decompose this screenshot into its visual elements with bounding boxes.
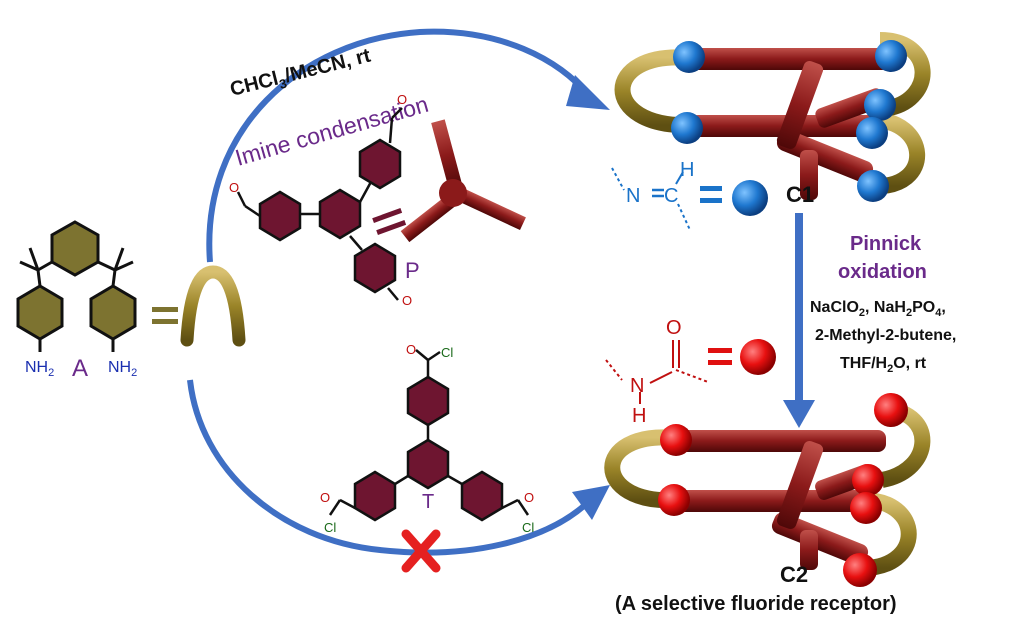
imine-linkage-legend (611, 167, 768, 231)
svg-text:CHCl3/MeCN, rt: CHCl3/MeCN, rt (228, 45, 374, 104)
nh2-right-label: NH2 (108, 359, 137, 379)
top-curved-arrow (206, 28, 610, 263)
imine-n-label: N (626, 185, 640, 207)
cage-c1-label: C1 (786, 182, 814, 207)
reagents-line1: NaClO2, NaH2PO4, (810, 299, 946, 319)
cage-c2-model (604, 393, 931, 587)
bottom-curved-arrow (187, 379, 610, 556)
aldehyde-o-left: O (229, 180, 239, 195)
precursor-t-label: T (422, 491, 434, 513)
cage-c2-label: C2 (780, 562, 808, 587)
acyl-o-top: O (406, 342, 416, 357)
solvent-rest: /MeCN, rt (282, 45, 373, 88)
nh2-left-label: NH2 (25, 359, 54, 379)
acyl-cl-top: Cl (441, 345, 453, 360)
compound-a-label: A (72, 355, 88, 382)
amide-o-label: O (666, 317, 682, 339)
aldehyde-o-bottom: O (402, 293, 412, 308)
precursor-p-structure (236, 107, 403, 301)
solvent-sub: 3 (278, 76, 289, 92)
amide-linkage-legend (605, 339, 776, 404)
acyl-o-left: O (320, 490, 330, 505)
acyl-cl-left: Cl (324, 520, 336, 535)
amide-n-label: N (630, 375, 644, 397)
a-equals-sign (152, 307, 178, 324)
receptor-caption: (A selective fluoride receptor) (615, 593, 897, 615)
imine-h-label: H (680, 159, 694, 181)
precursor-p-label: P (405, 258, 420, 283)
reaction-conditions-solvent: CHCl3/MeCN, rt (228, 45, 374, 104)
reagents-line3: THF/H2O, rt (840, 355, 927, 375)
cage-c1-model (614, 32, 931, 202)
reagents-line2: 2-Methyl-2-butene, (815, 327, 956, 344)
imine-c-label: C (664, 185, 678, 207)
amide-h-label: H (632, 405, 646, 427)
p-equals-sign (372, 207, 407, 235)
linker-arc-icon (180, 265, 246, 347)
vertical-oxidation-arrow (783, 213, 815, 428)
precursor-t-structure (328, 349, 530, 522)
acyl-o-right: O (524, 490, 534, 505)
blocked-cross-icon (401, 529, 441, 573)
trigonal-node-icon (400, 119, 526, 243)
aldehyde-o-top: O (397, 92, 407, 107)
compound-a-structure (16, 220, 137, 352)
acyl-cl-right: Cl (522, 520, 534, 535)
pinnick-title-line1: Pinnick (850, 233, 922, 255)
pinnick-title-line2: oxidation (838, 261, 927, 283)
